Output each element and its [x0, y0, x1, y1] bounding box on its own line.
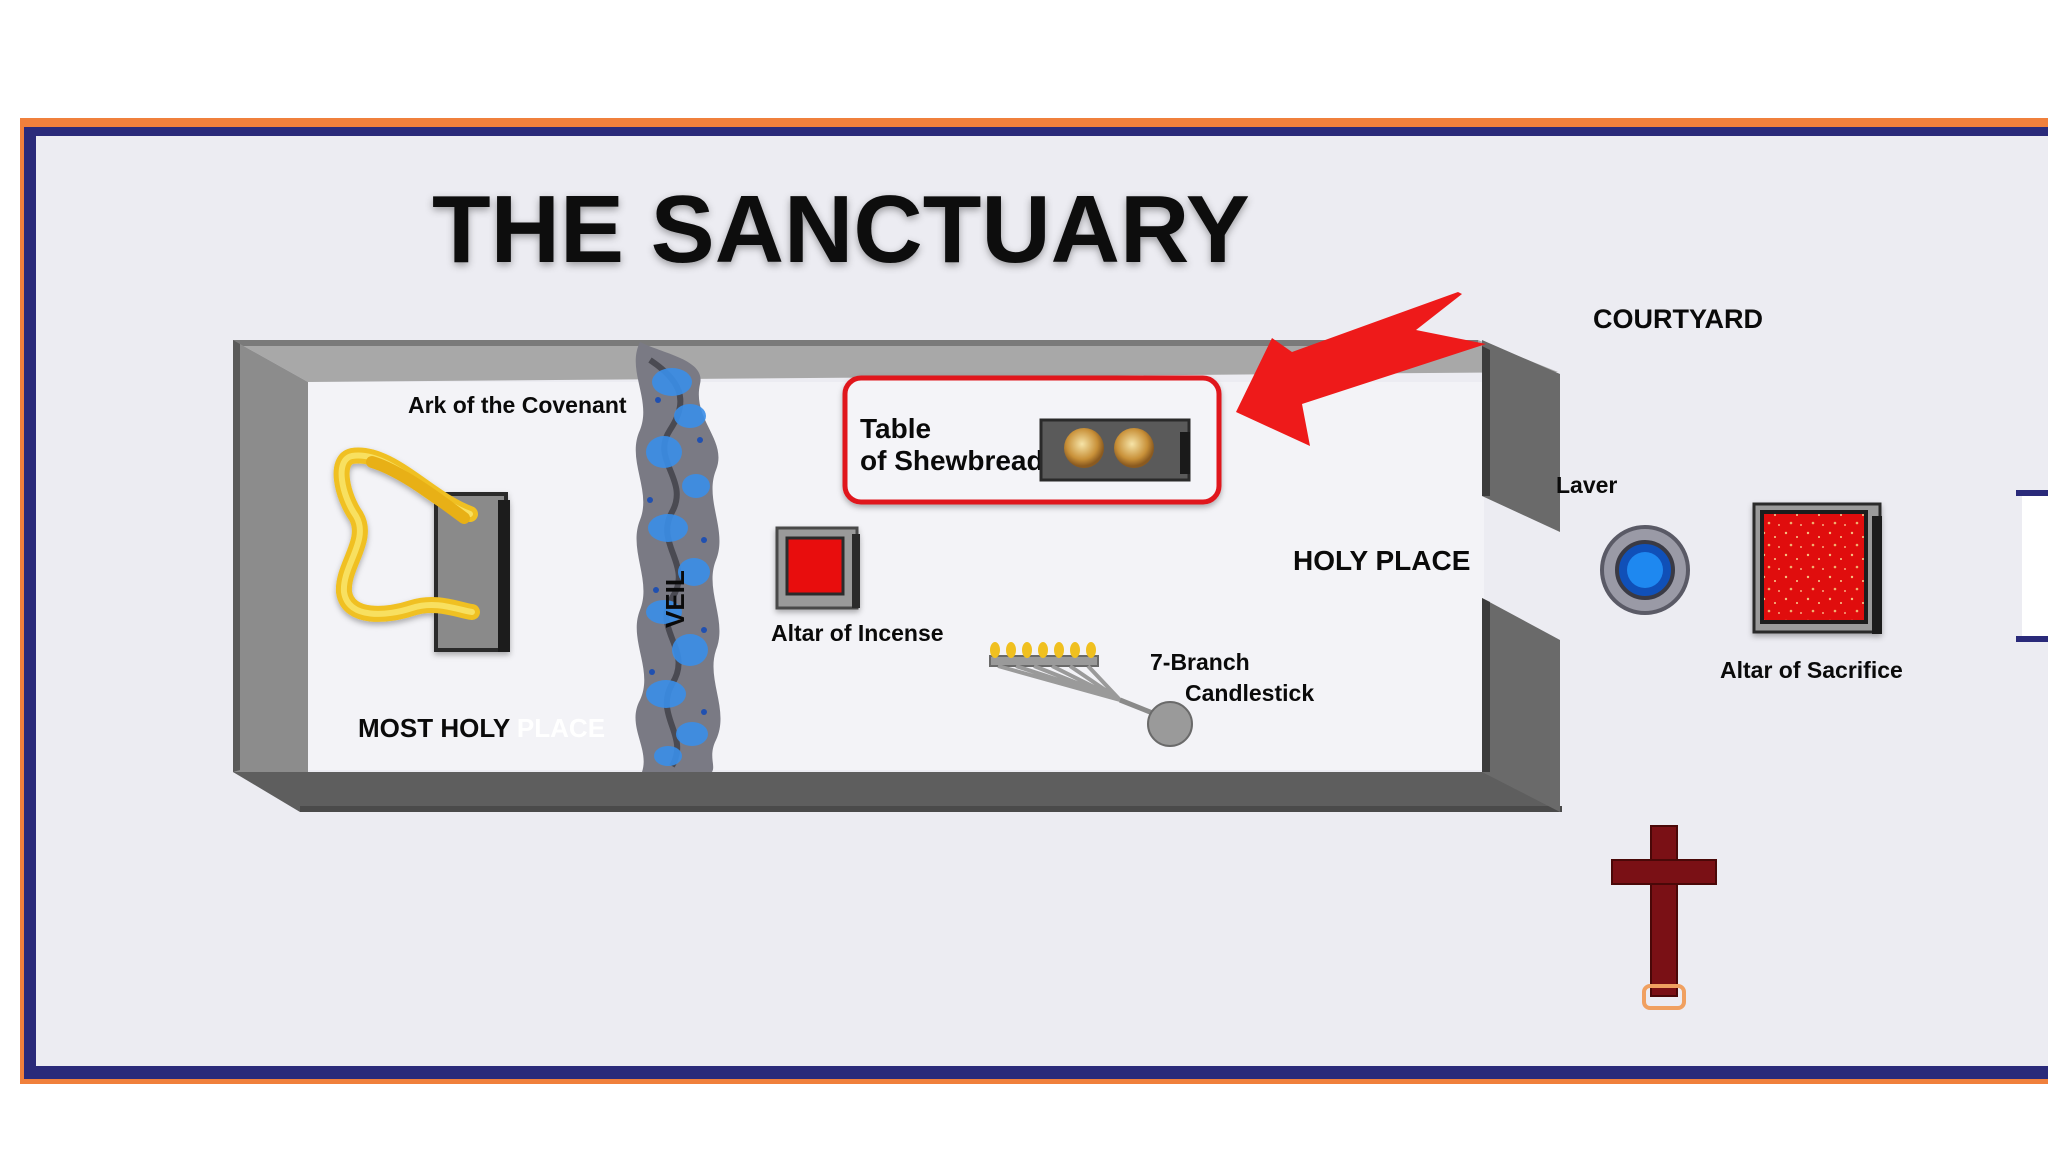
gate-post-bottom [2016, 636, 2048, 642]
ark-box-side [498, 500, 510, 652]
gate-post-top [2016, 490, 2048, 496]
incense-altar-icon [775, 526, 860, 610]
cross-base [1642, 984, 1686, 1010]
veil-label: VEIL [660, 570, 690, 628]
bread-loaf-2 [1114, 428, 1154, 468]
veil-blue-pattern [646, 368, 710, 766]
sacrifice-altar-side [1872, 516, 1882, 634]
ark-cherub-top [366, 456, 470, 524]
table-label-line2: of Shewbread [860, 445, 1044, 476]
place-text: PLACE [517, 713, 605, 743]
incense-altar-top [785, 536, 845, 596]
cross-icon [1611, 825, 1717, 1010]
altar-sacrifice-label: Altar of Sacrifice [1720, 657, 1903, 683]
menorah-flames [990, 642, 1096, 658]
wall-right-upper [1482, 340, 1560, 532]
sacrifice-altar-icon [1752, 502, 1882, 634]
most-holy-place-label: MOST HOLY PLACE [358, 713, 605, 743]
veil-curtain-icon [635, 342, 721, 772]
wall-left-shade [233, 340, 240, 772]
wall-right-upper-face [1482, 346, 1490, 496]
candlestick-label-line2: Candlestick [1185, 680, 1314, 706]
table-side [1180, 432, 1190, 474]
bread-loaf-1 [1064, 428, 1104, 468]
wall-bottom [233, 772, 1562, 812]
shewbread-table-icon [1039, 418, 1191, 482]
wall-left [233, 340, 308, 808]
candlestick-label-line1: 7-Branch [1150, 649, 1250, 675]
menorah-base [1147, 701, 1193, 747]
table-label-line1: Table [860, 413, 931, 444]
ark-icon [333, 447, 510, 652]
holy-place-label: HOLY PLACE [1293, 545, 1470, 576]
veil-dots [647, 397, 707, 715]
pointer-arrow-icon [1236, 292, 1486, 446]
page-title: THE SANCTUARY [432, 176, 1250, 283]
sacrifice-altar-top [1760, 510, 1868, 624]
gate-opening [2022, 496, 2048, 636]
laver-water [1627, 552, 1663, 588]
cross-vertical [1650, 825, 1678, 997]
wall-top-edge [233, 340, 1478, 346]
cross-horizontal [1611, 859, 1717, 885]
courtyard-label: COURTYARD [1593, 304, 1763, 334]
incense-altar-side [852, 534, 860, 608]
wall-right-lower [1482, 598, 1560, 812]
menorah-icon [989, 642, 1193, 747]
wall-bottom-front [300, 806, 1562, 812]
laver-label: Laver [1556, 472, 1617, 498]
altar-incense-label: Altar of Incense [771, 620, 944, 646]
ark-label: Ark of the Covenant [408, 392, 627, 418]
most-holy-text: MOST HOLY [358, 713, 517, 743]
wall-top-surface [233, 340, 1558, 382]
menorah-branches [997, 664, 1122, 702]
wall-right-lower-face [1482, 598, 1490, 772]
laver-icon [1600, 525, 1690, 615]
